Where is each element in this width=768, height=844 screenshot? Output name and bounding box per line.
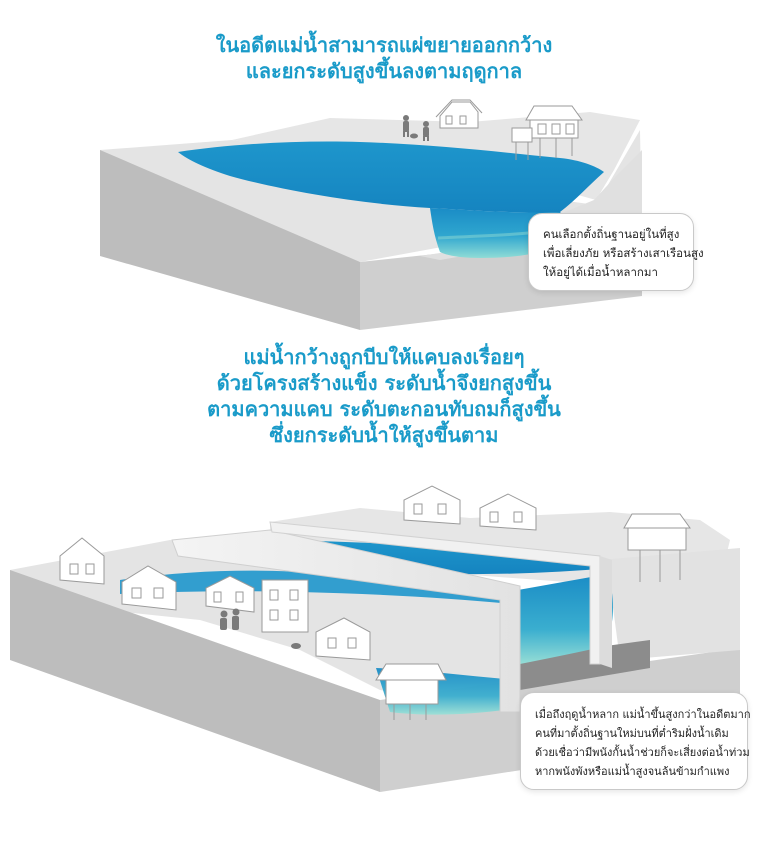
heading-line: ด้วยโครงสร้างแข็ง ระดับน้ำจึงยกสูงขึ้น <box>216 371 552 395</box>
heading-channelized-river: แม่น้ำกว้างถูกบีบให้แคบลงเรื่อยๆ ด้วยโคร… <box>0 344 768 448</box>
house-on-hill <box>435 99 483 129</box>
callout-line: เมื่อถึงฤดูน้ำหลาก แม่น้ำขึ้นสูงกว่าในอด… <box>535 708 751 721</box>
callout-historic-settlement: คนเลือกตั้งถิ่นฐานอยู่ในที่สูง เพื่อเลี่… <box>528 213 704 291</box>
callout-flood-risk: เมื่อถึงฤดูน้ำหลาก แม่น้ำขึ้นสูงกว่าในอด… <box>520 692 751 790</box>
callout-line: ให้อยู่ได้เมื่อน้ำหลากมา <box>543 265 658 279</box>
people-walking <box>403 115 429 141</box>
heading-line: ซึ่งยกระดับน้ำให้สูงขึ้นตาม <box>269 423 499 447</box>
block-left-face <box>100 150 360 330</box>
heading-line: ตามความแคบ ระดับตะกอนทับถมก็สูงขึ้น <box>207 397 561 421</box>
heading-line: และยกระดับสูงขึ้นลงตามฤดูกาล <box>245 59 523 83</box>
block-left-face <box>10 570 380 792</box>
sediment-layer <box>520 640 650 690</box>
heading-line: แม่น้ำกว้างถูกบีบให้แคบลงเรื่อยๆ <box>243 345 525 369</box>
callout-line: ด้วยเชื่อว่ามีพนังกั้นน้ำช่วยก็จะเสี่ยงต… <box>535 746 750 759</box>
people-walking <box>220 608 301 649</box>
river-surface-old <box>120 570 512 604</box>
heading-line: ในอดีตแม่น้ำสามารถแผ่ขยายออกกว้าง <box>215 33 553 57</box>
callout-line: คนที่มาตั้งถิ่นฐานใหม่บนที่ต่ำริมฝั่งน้ำ… <box>535 727 729 740</box>
river-cross-section <box>518 574 613 666</box>
callout-line: คนเลือกตั้งถิ่นฐานอยู่ในที่สูง <box>543 227 680 241</box>
right-bank <box>600 548 740 660</box>
houses-left <box>59 537 447 720</box>
flood-wall-left <box>171 529 521 713</box>
houses-far <box>403 485 691 582</box>
river-surface <box>178 141 604 213</box>
stilt-house <box>511 105 583 160</box>
historic-river-block <box>100 99 642 330</box>
callout-line: หากพนังพังหรือแม่น้ำสูงจนล้นข้ามกำแพง <box>535 765 730 778</box>
channelized-river-block <box>10 485 740 792</box>
heading-historic-river: ในอดีตแม่น้ำสามารถแผ่ขยายออกกว้าง และยกร… <box>0 32 768 84</box>
callout-line: เพื่อเลี่ยงภัย หรือสร้างเสาเรือนสูง <box>543 246 704 260</box>
